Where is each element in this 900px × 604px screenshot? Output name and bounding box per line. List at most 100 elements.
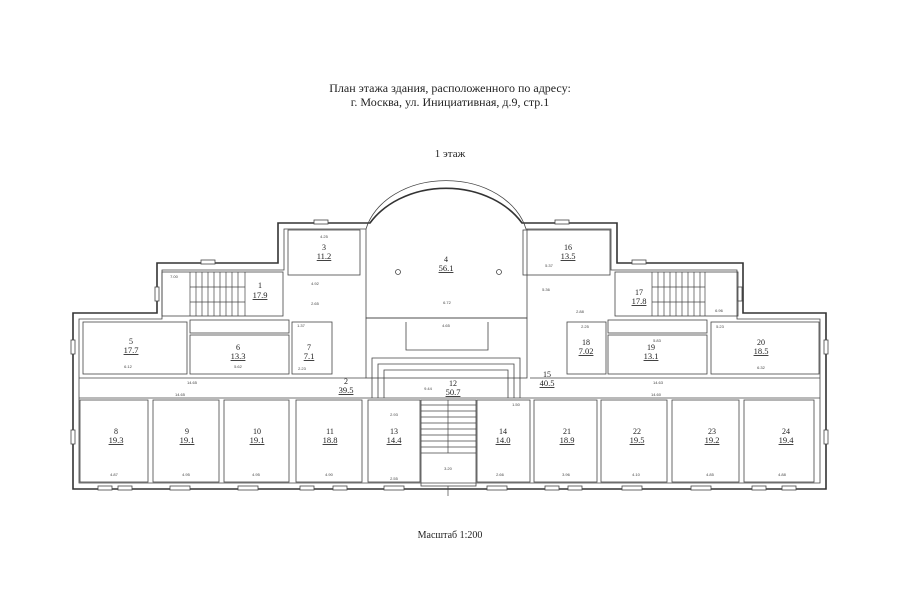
room-number: 19 <box>647 343 655 352</box>
room-number: 13 <box>390 427 398 436</box>
room-area: 18.5 <box>754 346 769 356</box>
room-area: 13.1 <box>644 351 659 361</box>
room-number: 9 <box>185 427 189 436</box>
room-number: 16 <box>564 243 572 252</box>
room-number: 1 <box>258 281 262 290</box>
dimension: 1.37 <box>297 323 306 328</box>
dimension: 1.50 <box>512 402 521 407</box>
inner-outer-wall <box>78 180 821 484</box>
room-area: 17.9 <box>253 290 268 300</box>
dimension: 2.23 <box>298 366 307 371</box>
room-area: 19.3 <box>109 435 124 445</box>
room-area: 7.1 <box>304 351 315 361</box>
dimension: 6.12 <box>124 364 133 369</box>
room-area: 19.5 <box>630 435 645 445</box>
room-number: 11 <box>326 427 334 436</box>
room-area: 14.4 <box>387 435 403 445</box>
dimension: 14.65 <box>187 380 198 385</box>
stair-hall-steps <box>371 322 521 398</box>
room-area: 19.4 <box>779 435 795 445</box>
room-number: 20 <box>757 338 765 347</box>
room-number: 4 <box>444 255 448 264</box>
room-number: 3 <box>322 243 326 252</box>
dimension: 6.32 <box>757 365 766 370</box>
room-number: 7 <box>307 343 311 352</box>
windows <box>70 219 829 491</box>
room-3-wall <box>287 229 361 276</box>
dimension: 4.65 <box>442 323 451 328</box>
stair-right-steps <box>651 272 706 316</box>
plan-title-line1: План этажа здания, расположенного по адр… <box>329 81 571 95</box>
room-area: 39.5 <box>339 385 354 395</box>
dimension: 3.96 <box>562 472 571 477</box>
dimension: 5.37 <box>545 263 554 268</box>
room-area: 50.7 <box>446 387 461 397</box>
center-stair-steps <box>421 400 476 496</box>
dimension: 6.96 <box>715 308 724 313</box>
strip-left <box>189 319 290 334</box>
stair-left-wall <box>161 271 284 317</box>
room-area: 56.1 <box>439 263 454 273</box>
scale-label: Масштаб 1:200 <box>417 530 483 541</box>
dimension: 7.00 <box>170 274 179 279</box>
room-number: 10 <box>253 427 261 436</box>
dimension: 9.44 <box>424 386 433 391</box>
dimension: 4.95 <box>182 472 191 477</box>
dimension: 5.83 <box>653 338 662 343</box>
room-number: 22 <box>633 427 641 436</box>
room-12-wall <box>365 317 528 379</box>
room-area: 19.1 <box>250 435 265 445</box>
dimension: 2.55 <box>390 476 399 481</box>
dimension: 3.20 <box>444 466 453 471</box>
dimension: 2.66 <box>496 472 505 477</box>
room-labels: 1 17.9 2 39.5 3 11.2 4 56.1 5 17.7 6 13.… <box>109 243 795 445</box>
room-area: 17.8 <box>632 296 647 306</box>
room-18-wall <box>566 321 607 375</box>
room-number: 8 <box>114 427 118 436</box>
dimension: 4.90 <box>325 472 334 477</box>
room-7-wall <box>291 321 333 375</box>
room-number: 23 <box>708 427 716 436</box>
room-area: 14.0 <box>496 435 511 445</box>
floor-label: 1 этаж <box>434 148 466 160</box>
outer-wall <box>72 187 827 490</box>
dimension: 5.23 <box>716 324 725 329</box>
room-5-wall <box>82 321 188 375</box>
dimension: 14.65 <box>175 392 186 397</box>
column-icon <box>496 269 502 275</box>
dimension-labels: 4.25 7.00 4.92 2.65 6.12 5.62 1.37 2.23 … <box>110 234 787 481</box>
dimension: 4.95 <box>252 472 261 477</box>
room-area: 40.5 <box>540 378 555 388</box>
room-area: 19.2 <box>705 435 720 445</box>
room-area: 7.02 <box>579 346 594 356</box>
dimension: 14.63 <box>653 380 664 385</box>
room-19-wall <box>607 334 708 375</box>
dimension: 14.60 <box>651 392 662 397</box>
room-number: 12 <box>449 379 457 388</box>
room-number: 14 <box>499 427 507 436</box>
column-icon <box>395 269 401 275</box>
room-area: 19.1 <box>180 435 195 445</box>
room-number: 6 <box>236 343 240 352</box>
dimension: 4.92 <box>311 281 320 286</box>
dimension: 5.36 <box>542 287 551 292</box>
dimension: 4.88 <box>778 472 787 477</box>
strip-right <box>607 319 708 334</box>
room-6-wall <box>189 334 290 375</box>
dimension: 2.88 <box>576 309 585 314</box>
dimension: 5.62 <box>234 364 243 369</box>
dimension: 2.65 <box>311 301 320 306</box>
dimension: 2.93 <box>390 412 399 417</box>
room-area: 13.3 <box>231 351 246 361</box>
stair-left-steps <box>189 272 246 316</box>
room-area: 18.8 <box>323 435 338 445</box>
dimension: 4.25 <box>320 234 329 239</box>
room-number: 21 <box>563 427 571 436</box>
bottom-rooms <box>79 399 815 487</box>
dimension: 4.10 <box>632 472 641 477</box>
room-area: 11.2 <box>317 251 332 261</box>
room-area: 17.7 <box>124 345 139 355</box>
plan-title-line2: г. Москва, ул. Инициативная, д.9, стр.1 <box>350 95 550 109</box>
room-area: 18.9 <box>560 435 575 445</box>
